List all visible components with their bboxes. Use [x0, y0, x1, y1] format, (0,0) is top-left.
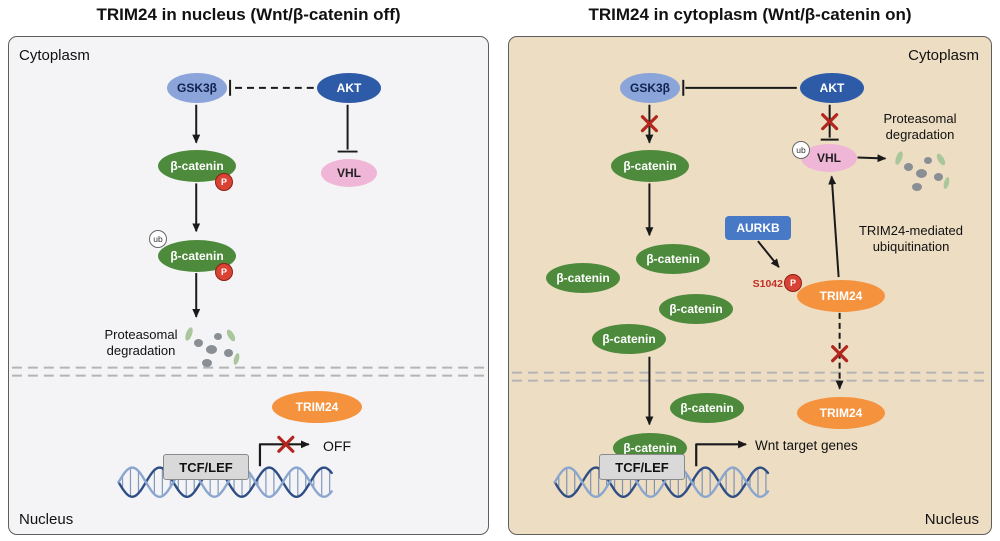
debris-particle: [904, 163, 913, 171]
ubiquitin-badge: ub: [792, 141, 810, 159]
nucleus-label: Nucleus: [19, 511, 74, 528]
debris-particle: [202, 359, 212, 367]
cytoplasm-label: Cytoplasm: [908, 47, 979, 64]
akt-node: AKT: [317, 73, 381, 103]
gsk3b-node: GSK3β: [167, 73, 227, 103]
akt-node: AKT: [800, 73, 864, 103]
nucleus-label: Nucleus: [924, 511, 979, 528]
debris-particle: [924, 157, 932, 164]
blocked-x-icon: [277, 435, 295, 453]
debris-particle: [893, 150, 905, 166]
proteasome-debris-icon: [893, 149, 954, 197]
beta-catenin-node: β-catenin: [611, 150, 689, 182]
wnt-target-genes-label: Wnt target genes: [755, 438, 858, 453]
beta-catenin-node: β-catenin: [592, 324, 666, 354]
arrow-aurkb-phospho: [757, 240, 780, 268]
debris-particle: [916, 169, 927, 178]
left-diagram-lines: [11, 79, 486, 499]
phospho-p-badge: P: [784, 274, 802, 292]
debris-particle: [194, 339, 203, 347]
trim24-node: TRIM24: [272, 391, 362, 423]
beta-catenin-node: β-catenin: [158, 240, 236, 272]
left-panel: Cytoplasm Nucleus GSK3β AKT VHL β-cateni…: [8, 36, 489, 535]
trim24-ubiquitination-label: TRIM24-mediated ubiquitination: [858, 223, 964, 255]
arrow-vhl-degradation: [857, 154, 887, 163]
phospho-p-badge: P: [215, 173, 233, 191]
aurkb-node: AURKB: [725, 216, 791, 240]
phospho-p-badge: P: [215, 263, 233, 281]
debris-particle: [224, 349, 233, 357]
beta-catenin-node: β-catenin: [659, 294, 733, 324]
left-panel-title: TRIM24 in nucleus (Wnt/β-catenin off): [96, 5, 401, 24]
right-panel: Cytoplasm Nucleus GSK3β AKT VHL ub Prote…: [508, 36, 992, 535]
trim24-node: TRIM24: [797, 280, 885, 312]
beta-catenin-node: β-catenin: [670, 393, 744, 423]
proteasomal-degradation-label: Proteasomal degradation: [883, 111, 957, 143]
right-panel-title: TRIM24 in cytoplasm (Wnt/β-catenin on): [588, 5, 912, 24]
debris-particle: [232, 352, 241, 366]
debris-particle: [934, 173, 943, 181]
arrow-trim24-vhl: [828, 175, 840, 278]
beta-catenin-node: β-catenin: [546, 263, 620, 293]
debris-particle: [206, 345, 217, 354]
tcf-lef-node: TCF/LEF: [163, 454, 249, 480]
ubiquitin-badge: ub: [149, 230, 167, 248]
proteasome-debris-icon: [183, 325, 244, 373]
debris-particle: [935, 152, 947, 167]
beta-catenin-node: β-catenin: [636, 244, 710, 274]
tcf-lef-node: TCF/LEF: [599, 454, 685, 480]
vhl-node: VHL: [801, 144, 857, 172]
trim24-node: TRIM24: [797, 397, 885, 429]
debris-particle: [942, 176, 951, 190]
transcription-start-arrow: [258, 440, 310, 467]
blocked-x-icon: [640, 113, 849, 363]
right-diagram-lines: [511, 79, 989, 499]
nuclear-membrane: [11, 366, 486, 377]
cytoplasm-label: Cytoplasm: [19, 47, 90, 64]
proteasomal-degradation-label: Proteasomal degradation: [104, 327, 178, 359]
gsk3b-node: GSK3β: [620, 73, 680, 103]
debris-particle: [183, 326, 195, 342]
debris-particle: [225, 328, 237, 343]
debris-particle: [214, 333, 222, 340]
debris-particle: [912, 183, 922, 191]
vhl-node: VHL: [321, 159, 377, 187]
nuclear-membrane: [511, 371, 989, 382]
transcription-start-arrow: [695, 440, 748, 467]
s1042-label: S1042: [752, 278, 783, 290]
off-label: OFF: [323, 438, 351, 454]
